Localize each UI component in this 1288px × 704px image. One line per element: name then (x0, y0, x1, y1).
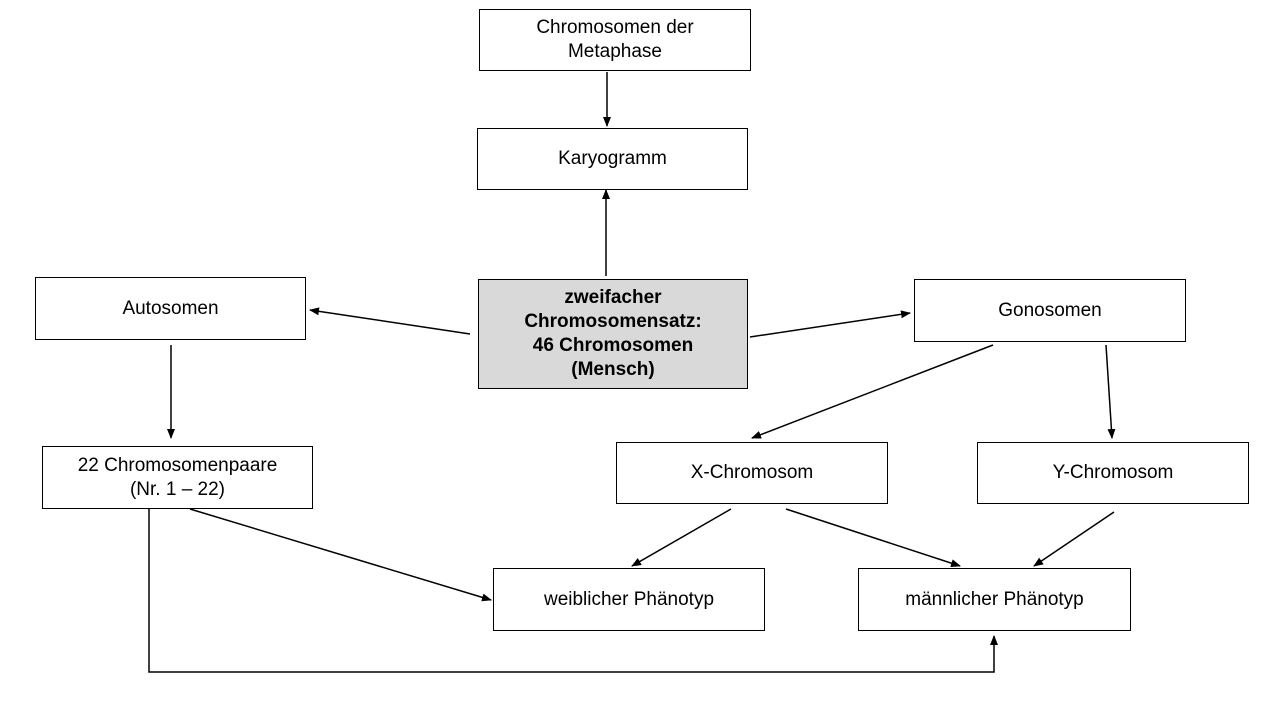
node-chromosomenpaare-label: 22 Chromosomenpaare (Nr. 1 – 22) (77, 454, 278, 500)
node-y-chromosom: Y-Chromosom (977, 442, 1249, 504)
arrow-x-to-weiblich (631, 508, 732, 567)
node-weiblicher-phaenotyp-label: weiblicher Phänotyp (543, 588, 715, 610)
node-metaphase: Chromosomen der Metaphase (479, 9, 751, 71)
node-autosomen-label: Autosomen (122, 297, 219, 319)
node-maennlicher-phaenotyp: männlicher Phänotyp (858, 568, 1131, 631)
arrow-center-to-gonosomen (749, 310, 911, 338)
node-x-chromosom: X-Chromosom (616, 442, 888, 504)
node-metaphase-label: Chromosomen der Metaphase (536, 17, 694, 62)
node-maennlicher-phaenotyp-label: männlicher Phänotyp (905, 588, 1084, 610)
node-x-chromosom-label: X-Chromosom (690, 462, 814, 483)
arrow-paare-to-maennlich (148, 509, 998, 673)
arrow-center-to-autosomen (309, 307, 471, 335)
arrow-paare-to-weiblich (189, 508, 492, 602)
arrow-x-to-maennlich (785, 508, 961, 567)
node-center-label: zweifacher Chromosomensatz: 46 Chromosom… (524, 287, 702, 380)
node-center: zweifacher Chromosomensatz: 46 Chromosom… (478, 279, 748, 389)
node-weiblicher-phaenotyp: weiblicher Phänotyp (493, 568, 765, 631)
node-gonosomen-label: Gonosomen (998, 299, 1102, 321)
node-karyogramm-label: Karyogramm (558, 148, 667, 169)
node-y-chromosom-label: Y-Chromosom (1052, 462, 1174, 483)
node-chromosomenpaare: 22 Chromosomenpaare (Nr. 1 – 22) (42, 446, 313, 509)
node-karyogramm: Karyogramm (477, 128, 748, 190)
arrow-gonosomen-to-y (1105, 344, 1116, 439)
arrow-y-to-maennlich (1033, 511, 1115, 567)
node-gonosomen: Gonosomen (914, 279, 1186, 342)
arrow-gonosomen-to-x (751, 344, 994, 439)
node-autosomen: Autosomen (35, 277, 306, 340)
